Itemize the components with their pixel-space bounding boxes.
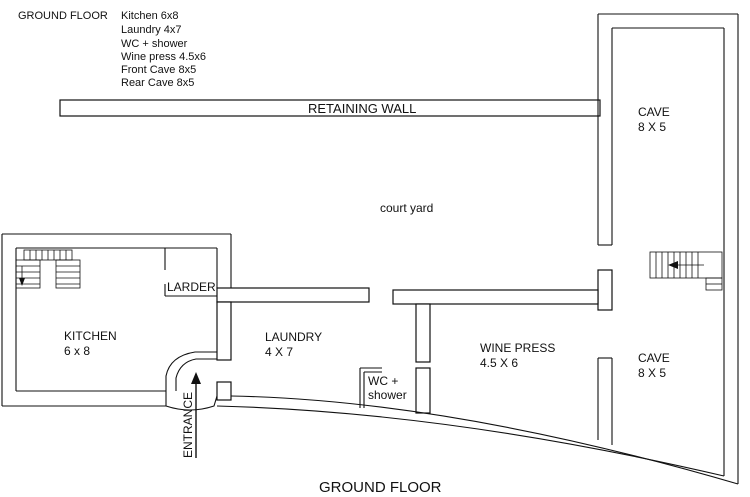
header-title: GROUND FLOOR (18, 10, 108, 22)
front-cave-label: CAVE (638, 351, 670, 365)
cave-partition-wall (597, 269, 613, 311)
footer-title: GROUND FLOOR (319, 479, 442, 496)
kitchen-stairs (15, 249, 81, 289)
entrance-arrow (191, 372, 201, 458)
wine-press-label: WINE PRESS (480, 341, 555, 355)
schedule-item-rear-cave: Rear Cave 8x5 (121, 77, 194, 89)
wc-label: WC + (368, 374, 398, 388)
court-yard-label: court yard (380, 201, 433, 215)
laundry-size: 4 X 7 (265, 345, 293, 359)
entrance-porch (165, 351, 218, 411)
wine-press-size: 4.5 X 6 (480, 356, 518, 370)
schedule-item-wc: WC + shower (121, 38, 188, 50)
front-cave-size: 8 X 5 (638, 366, 666, 380)
laundry-label: LAUNDRY (265, 330, 322, 344)
building-walls (1, 233, 739, 485)
retaining-wall (59, 99, 601, 117)
laundry-north-wall (216, 287, 370, 303)
kitchen-label: KITCHEN (64, 329, 117, 343)
entrance-label: ENTRANCE (181, 392, 195, 458)
schedule-item-front-cave: Front Cave 8x5 (121, 64, 196, 76)
room-schedule: Kitchen 6x8 Laundry 4x7 WC + shower Wine… (121, 10, 206, 89)
cave-stairs (649, 251, 723, 291)
rear-cave-label: CAVE (638, 105, 670, 119)
kitchen-stair-arrow-icon (19, 278, 25, 286)
cave-block (597, 13, 739, 484)
retaining-wall-label: RETAINING WALL (308, 101, 416, 116)
stair-direction-arrow-icon (668, 261, 678, 269)
larder-label: LARDER (167, 280, 216, 294)
entrance-arrow-icon (191, 372, 201, 384)
winepress-north-wall (392, 289, 599, 305)
wc-label-line2: shower (368, 388, 407, 402)
schedule-item-kitchen: Kitchen 6x8 (121, 10, 178, 22)
rear-cave-size: 8 X 5 (638, 120, 666, 134)
schedule-item-wine-press: Wine press 4.5x6 (121, 51, 206, 63)
kitchen-size: 6 x 8 (64, 344, 90, 358)
schedule-item-laundry: Laundry 4x7 (121, 24, 182, 36)
